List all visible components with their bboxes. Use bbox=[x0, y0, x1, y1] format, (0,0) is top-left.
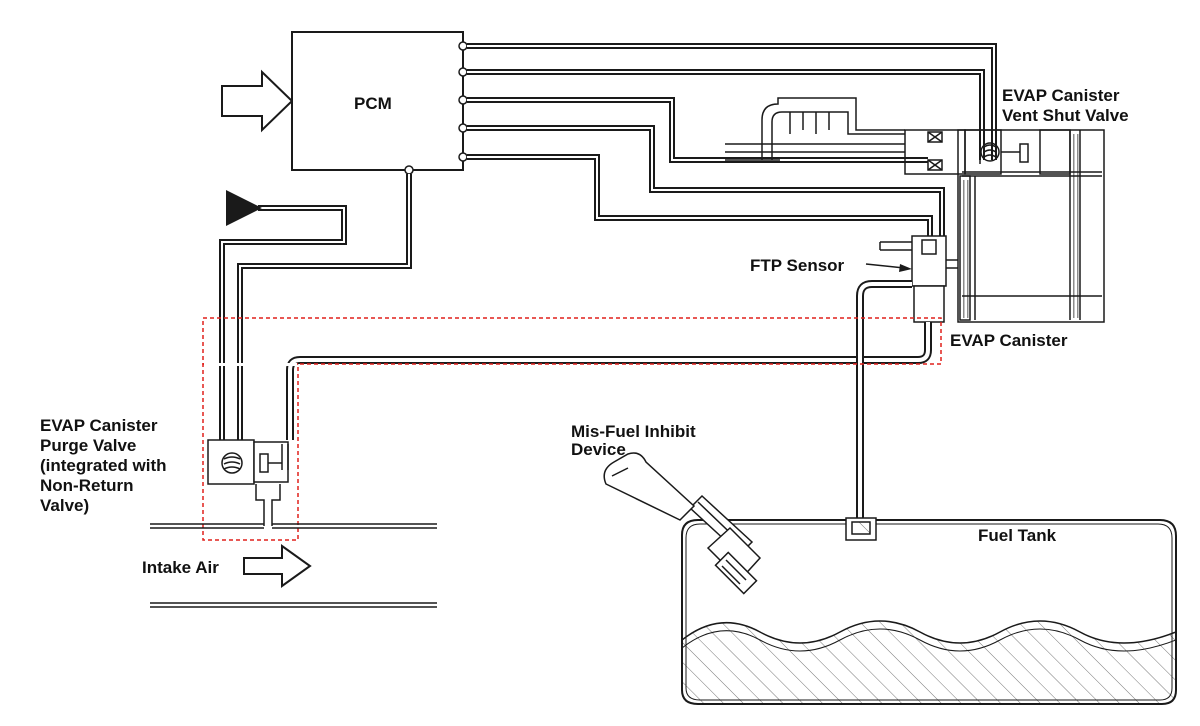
purge-valve-label-line2: Purge Valve bbox=[40, 436, 136, 455]
pcm-label: PCM bbox=[354, 94, 392, 113]
pcm-box bbox=[291, 31, 464, 171]
misfuel-label-line2: Device bbox=[571, 440, 626, 459]
ftp-pointer-arrowhead bbox=[899, 264, 912, 272]
purge-valve-label-line3: (integrated with bbox=[40, 456, 167, 475]
purge-valve-label-line4: Non-Return bbox=[40, 476, 133, 495]
ftp-sensor-label: FTP Sensor bbox=[750, 256, 845, 275]
pcm-wiring bbox=[219, 43, 997, 440]
vapor-line bbox=[856, 280, 912, 518]
tank-vent-valve bbox=[845, 517, 877, 541]
evap-canister bbox=[957, 129, 1105, 323]
canister-label: EVAP Canister bbox=[950, 331, 1068, 350]
ftp-pointer-line bbox=[865, 263, 905, 269]
filler-neck bbox=[603, 452, 762, 595]
intake-pipe bbox=[150, 523, 437, 608]
fuel-tank-label: Fuel Tank bbox=[978, 526, 1057, 545]
intake-air-label: Intake Air bbox=[142, 558, 219, 577]
highlight-join bbox=[204, 363, 297, 366]
reference-triangle-icon bbox=[226, 190, 262, 226]
purge-valve-label-line5: Valve) bbox=[40, 496, 89, 515]
vent-valve-label-line1: EVAP Canister bbox=[1002, 86, 1120, 105]
highlight-region-lower bbox=[202, 363, 299, 541]
purge-valve bbox=[207, 439, 289, 526]
pcm-input-arrow bbox=[221, 69, 294, 133]
vent-shut-valve bbox=[725, 97, 1071, 175]
fuel-tank bbox=[681, 519, 1177, 705]
intake-air-arrow bbox=[243, 544, 312, 588]
canister-filter-dots bbox=[963, 134, 1079, 318]
ftp-sensor bbox=[879, 235, 958, 323]
vent-valve-label-line2: Vent Shut Valve bbox=[1002, 106, 1129, 125]
misfuel-label-line1: Mis-Fuel Inhibit bbox=[571, 422, 696, 441]
purge-valve-label-line1: EVAP Canister bbox=[40, 416, 158, 435]
